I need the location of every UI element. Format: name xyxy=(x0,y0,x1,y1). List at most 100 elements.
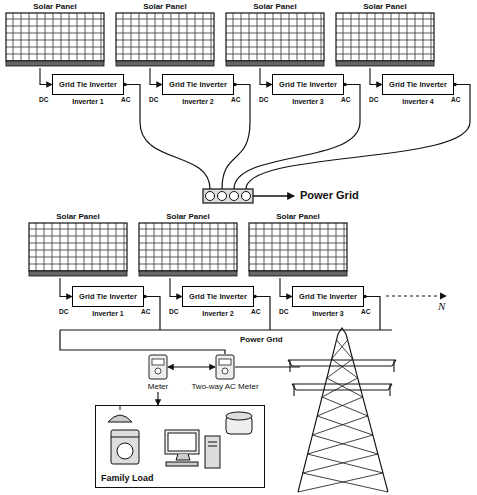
inverter: Grid Tie InverterInverter 2 xyxy=(182,286,254,318)
panel-cells xyxy=(29,223,127,271)
meter-icon xyxy=(215,354,235,380)
panel-grid xyxy=(115,12,215,68)
meter-dial xyxy=(155,368,161,374)
panel-label: Solar Panel xyxy=(28,212,128,222)
terminal-label: AC xyxy=(141,308,150,316)
inverter-box: Grid Tie Inverter xyxy=(272,74,344,95)
inverter-name: Grid Tie Inverter xyxy=(56,80,120,89)
pylon-lattice xyxy=(298,340,388,492)
inverter: Grid Tie InverterInverter 3 xyxy=(272,74,344,106)
inverter-box: Grid Tie Inverter xyxy=(162,74,234,95)
inverter-name: Grid Tie Inverter xyxy=(276,80,340,89)
inverter-caption: Inverter 4 xyxy=(382,97,454,106)
inverter-caption: Inverter 2 xyxy=(162,97,234,106)
panel-label: Solar Panel xyxy=(5,2,105,12)
panel-label: Solar Panel xyxy=(115,2,215,12)
terminal-label: AC xyxy=(121,96,130,104)
inverter-caption: Inverter 1 xyxy=(52,97,124,106)
connector xyxy=(157,392,158,405)
inverter-caption: Inverter 3 xyxy=(292,309,364,318)
inverter: Grid Tie InverterInverter 4 xyxy=(382,74,454,106)
inverter-box: Grid Tie Inverter xyxy=(52,74,124,95)
solar-panel: Solar Panel xyxy=(248,212,348,278)
connector xyxy=(370,68,382,85)
meter-body xyxy=(216,355,234,379)
connector xyxy=(168,366,215,367)
solar-panel: Solar Panel xyxy=(28,212,128,278)
panel-grid xyxy=(248,222,348,278)
terminal-label: DC xyxy=(59,308,68,316)
inverter-box: Grid Tie Inverter xyxy=(382,74,454,95)
panel-cells xyxy=(139,223,237,271)
panel-label: Solar Panel xyxy=(138,212,238,222)
junction-box xyxy=(203,189,253,203)
meter-label: Two-way AC Meter xyxy=(191,382,259,392)
terminal-label: AC xyxy=(361,308,370,316)
meter-window xyxy=(152,359,164,365)
solar-panel: Solar Panel xyxy=(225,2,325,68)
panel-rail xyxy=(139,271,237,276)
ac-wire xyxy=(246,85,470,190)
panel-rail xyxy=(226,61,324,66)
panel-label: Solar Panel xyxy=(335,2,435,12)
panel-rail xyxy=(249,271,347,276)
panel-label: Solar Panel xyxy=(225,2,325,12)
meter-label: Meter xyxy=(148,382,169,392)
solar-panel: Solar Panel xyxy=(138,212,238,278)
solar-panel: Solar Panel xyxy=(115,2,215,68)
inverter-name: Grid Tie Inverter xyxy=(386,80,450,89)
terminal-label: DC xyxy=(369,96,378,104)
terminal-label: DC xyxy=(259,96,268,104)
panel-grid xyxy=(28,222,128,278)
inverter-caption: Inverter 2 xyxy=(182,309,254,318)
inverter: Grid Tie InverterInverter 2 xyxy=(162,74,234,106)
panel-cells xyxy=(249,223,347,271)
terminal-label: AC xyxy=(251,308,260,316)
panel-cells xyxy=(6,13,104,61)
terminal-label: AC xyxy=(341,96,350,104)
appliances xyxy=(108,406,252,468)
load-label: Family Load xyxy=(101,473,259,484)
dotted-arrow xyxy=(386,295,446,296)
meter: Meter xyxy=(148,354,169,392)
connector xyxy=(280,278,292,297)
pylon xyxy=(288,328,396,492)
connector xyxy=(40,68,52,85)
grid-label: Power Grid xyxy=(240,335,283,345)
panel-cells xyxy=(336,13,434,61)
panel-label: Solar Panel xyxy=(248,212,348,222)
terminal-label: DC xyxy=(169,308,178,316)
load-box: Family Load xyxy=(95,405,265,488)
panel-cells xyxy=(226,13,324,61)
inverter-box: Grid Tie Inverter xyxy=(292,286,364,307)
panel-grid xyxy=(5,12,105,68)
connector xyxy=(170,278,182,297)
connector xyxy=(150,68,162,85)
panel-grid xyxy=(335,12,435,68)
inverter: Grid Tie InverterInverter 1 xyxy=(52,74,124,106)
inverter: Grid Tie InverterInverter 3 xyxy=(292,286,364,318)
meter: Two-way AC Meter xyxy=(191,354,259,392)
panel-grid xyxy=(225,12,325,68)
inverter-name: Grid Tie Inverter xyxy=(296,292,360,301)
panel-rail xyxy=(29,271,127,276)
inverter-box: Grid Tie Inverter xyxy=(72,286,144,307)
panel-rail xyxy=(6,61,104,66)
panel-rail xyxy=(116,61,214,66)
inverter: Grid Tie InverterInverter 1 xyxy=(72,286,144,318)
inverter-name: Grid Tie Inverter xyxy=(186,292,250,301)
connector xyxy=(60,278,72,297)
terminal-label: DC xyxy=(39,96,48,104)
inverter-box: Grid Tie Inverter xyxy=(182,286,254,307)
inverter-caption: Inverter 3 xyxy=(272,97,344,106)
terminal-label: AC xyxy=(451,96,460,104)
terminal-label: DC xyxy=(149,96,158,104)
solar-panel: Solar Panel xyxy=(5,2,105,68)
grid-label: Power Grid xyxy=(300,189,359,202)
grid-arrow xyxy=(253,195,294,196)
direction-label: N xyxy=(438,300,445,313)
panel-grid xyxy=(138,222,238,278)
panel-cells xyxy=(116,13,214,61)
inverter-caption: Inverter 1 xyxy=(72,309,144,318)
